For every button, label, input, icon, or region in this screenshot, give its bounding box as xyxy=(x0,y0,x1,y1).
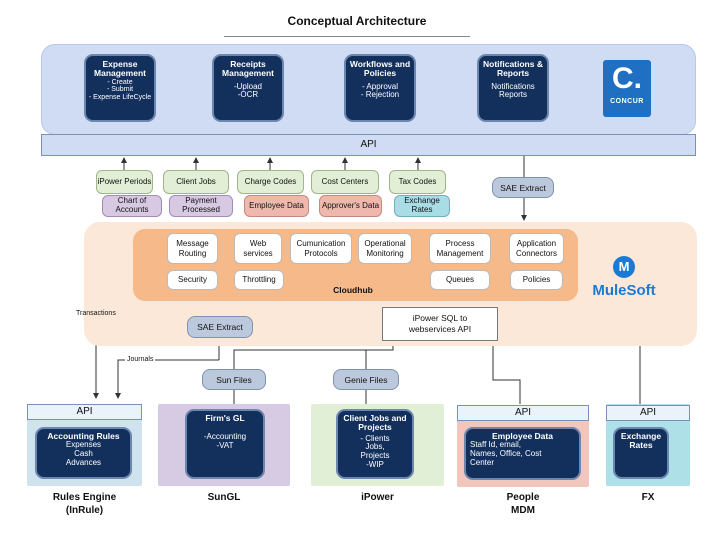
employee-data-box: Employee Data Staff Id, email, Names, Of… xyxy=(464,427,581,480)
box-title: Firm's GL xyxy=(205,413,245,423)
cloudhub-operational-monitoring: Operational Monitoring xyxy=(358,233,412,264)
title-underline xyxy=(224,36,470,37)
sae-extract-top: SAE Extract xyxy=(492,177,554,198)
box-title: Workflows and Policies xyxy=(349,59,411,79)
box-sub: -Upload -OCR xyxy=(233,81,262,100)
box-sub: Staff Id, email, Names, Office, Cost Cen… xyxy=(470,440,542,467)
box-sub: - Clients Jobs, Projects -WIP xyxy=(360,433,390,470)
expense-management-box: Expense Management - Create - Submit - E… xyxy=(84,54,156,122)
mulesoft-logo-text: MuleSoft xyxy=(592,282,656,299)
journals-label: Journals xyxy=(125,356,156,363)
mulesoft-icon: M xyxy=(613,256,635,278)
sun-files-pill: Sun Files xyxy=(202,369,266,390)
receipts-management-box: Receipts Management -Upload -OCR xyxy=(212,54,284,122)
notifications-reports-box: Notifications & Reports Notifications Re… xyxy=(477,54,549,122)
cloudhub-throttling: Throttling xyxy=(234,270,284,290)
box-sub: Expenses Cash Advances xyxy=(65,440,102,467)
concur-logo-text: CONCUR xyxy=(610,98,644,105)
rules-engine-label: Rules Engine (InRule) xyxy=(52,492,117,516)
tag-chart-of-accounts: Chart of Accounts xyxy=(102,195,162,217)
concur-logo: C. CONCUR xyxy=(603,60,651,117)
cloudhub-label: Cloudhub xyxy=(333,285,373,295)
workflows-policies-box: Workflows and Policies - Approval - Reje… xyxy=(344,54,416,122)
sungl-label: SunGL xyxy=(207,492,241,503)
ipower-sql-box: iPower SQL to webservices API xyxy=(382,307,498,341)
tag-ipower-periods: iPower Periods xyxy=(96,170,153,194)
tag-payment-processed: Payment Processed xyxy=(169,195,233,217)
cloudhub-process-management: Process Management xyxy=(429,233,491,264)
cloudhub-application-connectors: Application Connectors xyxy=(509,233,564,264)
box-title: Notifications & Reports xyxy=(483,59,543,79)
tag-tax-codes: Tax Codes xyxy=(389,170,446,194)
people-api-bar: API xyxy=(457,405,589,421)
sae-extract-mid: SAE Extract xyxy=(187,316,253,338)
cloudhub-queues: Queues xyxy=(430,270,490,290)
mulesoft-logo: M MuleSoft xyxy=(585,256,663,314)
box-title: Employee Data xyxy=(492,431,553,441)
tag-employee-data: Employee Data xyxy=(244,195,309,217)
cloudhub-message-routing: Message Routing xyxy=(167,233,218,264)
box-title: Expense Management xyxy=(94,59,146,79)
box-title: Client Jobs and Projects xyxy=(343,413,407,433)
box-sub: -Accounting -VAT xyxy=(203,432,247,451)
line-to-people xyxy=(492,341,521,404)
cloudhub-security: Security xyxy=(167,270,218,290)
fx-label: FX xyxy=(641,492,655,503)
concur-logo-mark: C. xyxy=(612,62,642,95)
tag-charge-codes: Charge Codes xyxy=(237,170,304,194)
box-title: Exchange Rates xyxy=(620,431,662,451)
box-title: Receipts Management xyxy=(222,59,274,79)
line-journals xyxy=(117,359,219,398)
client-jobs-projects-box: Client Jobs and Projects - Clients Jobs,… xyxy=(336,409,414,479)
exchange-rates-box: Exchange Rates xyxy=(613,427,669,479)
people-mdm-label: People MDM xyxy=(506,492,540,516)
box-sub: - Approval - Rejection xyxy=(360,81,400,100)
box-sub: - Create - Submit - Expense LifeCycle xyxy=(88,78,152,102)
genie-files-pill: Genie Files xyxy=(333,369,399,390)
box-title: Accounting Rules xyxy=(47,431,120,441)
cloudhub-communication-protocols: Cumunication Protocols xyxy=(290,233,352,264)
transactions-label: Transactions xyxy=(76,310,116,317)
page-title: Conceptual Architecture xyxy=(287,14,427,28)
rules-api-bar: API xyxy=(27,404,142,420)
accounting-rules-box: Accounting Rules Expenses Cash Advances xyxy=(35,427,132,479)
cloudhub-policies: Policies xyxy=(510,270,563,290)
tag-cost-centers: Cost Centers xyxy=(311,170,379,194)
fx-api-bar: API xyxy=(606,405,690,421)
concur-api-bar: API xyxy=(41,134,696,156)
firms-gl-box: Firm's GL -Accounting -VAT xyxy=(185,409,265,479)
box-sub: Notifications Reports xyxy=(491,81,535,100)
cloudhub-web-services: Web services xyxy=(234,233,282,264)
tag-approvers-data: Approver's Data xyxy=(319,195,382,217)
tag-client-jobs: Client Jobs xyxy=(163,170,229,194)
ipower-label: iPower xyxy=(361,492,394,503)
tag-exchange-rates: Exchange Rates xyxy=(394,195,450,217)
